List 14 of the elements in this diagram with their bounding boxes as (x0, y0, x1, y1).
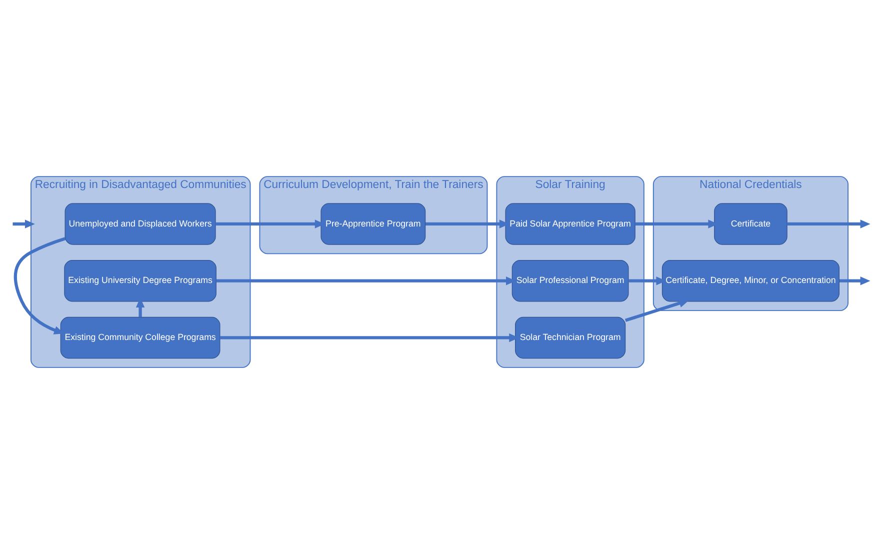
arrow (14, 237, 66, 334)
node-box: Certificate, Degree, Minor, or Concentration (662, 260, 840, 302)
arrow (12, 220, 35, 228)
node-box: Existing University Degree Programs (64, 260, 216, 302)
node-box: Certificate (714, 203, 788, 245)
arrow (624, 299, 690, 322)
node-box: Paid Solar Apprentice Program (505, 203, 636, 245)
arrow (839, 276, 870, 286)
node-box: Pre-Apprentice Program (320, 203, 426, 245)
node-box: Unemployed and Displaced Workers (64, 203, 216, 245)
arrow (787, 220, 870, 228)
node-box: Existing Community College Programs (60, 316, 220, 359)
node-box: Solar Professional Program (512, 260, 629, 302)
node-box: Solar Technician Program (515, 316, 626, 359)
